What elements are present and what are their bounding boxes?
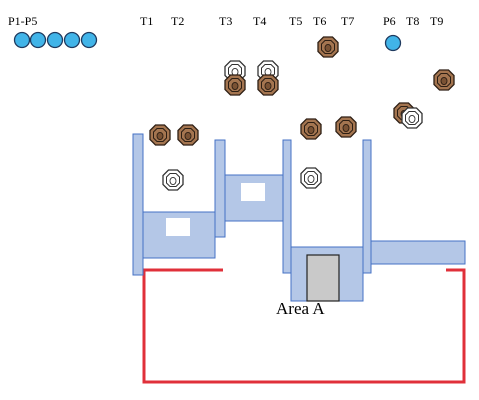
token-t2-brown-icon [177,124,199,146]
wall-3 [282,139,292,274]
token-t8-white-icon [401,107,423,129]
token-t5-brown-icon [300,118,322,140]
exit-channel [370,240,466,265]
structure [132,133,466,302]
token-white-in-chamber-1-icon [162,169,184,191]
token-t3-brown-icon [224,74,246,96]
person-circle-icon [13,31,31,49]
label-area-a: Area A [276,299,325,318]
area-a-door [306,254,340,302]
label-t7: T7 [341,14,354,28]
label-p1-p5: P1-P5 [8,14,37,28]
token-t4-brown-icon [257,74,279,96]
person-circle-icon [46,31,64,49]
label-t8: T8 [406,14,419,28]
window-2 [241,183,265,201]
wall-2 [214,139,226,238]
label-t4: T4 [253,14,266,28]
label-p6: P6 [383,14,396,28]
wall-left [132,133,144,276]
person-p6-circle-icon [384,34,402,52]
window-1 [166,218,190,236]
red-route-line [142,268,466,384]
token-t6-brown-icon [317,36,339,58]
wall-4 [362,139,372,274]
token-t7-brown-icon [335,116,357,138]
label-t3: T3 [219,14,232,28]
person-circle-icon [63,31,81,49]
token-t9-brown-icon [433,69,455,91]
label-t9: T9 [430,14,443,28]
label-t1: T1 [140,14,153,28]
people-group-p1-p5 [13,31,98,49]
token-white-in-chamber-3-icon [300,167,322,189]
label-t6: T6 [313,14,326,28]
person-circle-icon [80,31,98,49]
token-t1-brown-icon [149,124,171,146]
label-t5: T5 [289,14,302,28]
label-t2: T2 [171,14,184,28]
person-circle-icon [29,31,47,49]
